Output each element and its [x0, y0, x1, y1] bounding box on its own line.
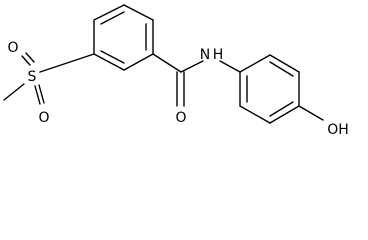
bond — [269, 105, 300, 124]
bond — [298, 105, 324, 121]
hydroxyl-group: OH — [298, 105, 349, 138]
bond — [123, 4, 154, 21]
bond — [152, 53, 182, 73]
chemical-structure-diagram: S O O O N H — [3, 4, 349, 138]
bond — [38, 84, 45, 104]
double-bond-inner — [269, 61, 294, 77]
atom-label-oxygen: O — [175, 110, 186, 126]
atom-label-hydroxyl: OH — [327, 122, 349, 138]
bond — [93, 53, 125, 71]
benzene-ring-left — [93, 4, 154, 71]
bond — [239, 105, 271, 124]
bond — [3, 83, 25, 101]
amide-group: O N H — [152, 47, 241, 126]
atom-label-oxygen: O — [7, 40, 18, 56]
bond — [123, 53, 154, 71]
bond — [219, 60, 241, 73]
atom-label-nitrogen: N — [200, 47, 210, 63]
bond — [180, 60, 204, 73]
bond — [25, 52, 35, 63]
double-bond-inner — [269, 101, 294, 117]
methylsulfonyl-group: S O O — [3, 40, 95, 126]
bond — [93, 4, 125, 21]
bond — [21, 55, 31, 66]
bond — [239, 54, 271, 73]
bond — [34, 85, 41, 105]
atom-label-oxygen: O — [38, 110, 49, 126]
bond — [269, 54, 300, 73]
double-bond-inner — [100, 50, 125, 64]
benzene-ring-right — [239, 54, 300, 124]
double-bond-inner — [100, 11, 125, 25]
structure-svg: S O O O N H — [3, 4, 349, 138]
atom-label-hydrogen: H — [213, 47, 224, 63]
atom-label-sulfur: S — [28, 69, 37, 85]
bond — [39, 53, 95, 73]
